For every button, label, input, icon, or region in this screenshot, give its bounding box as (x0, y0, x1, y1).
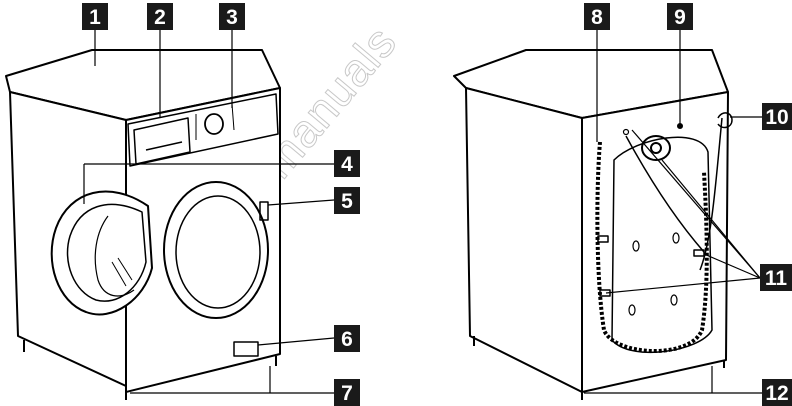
callout-3: 3 (219, 3, 245, 30)
control-panel (127, 93, 279, 167)
detergent-drawer (133, 117, 191, 165)
inlet-valve (717, 112, 733, 129)
leader-5 (267, 199, 335, 206)
callout-3-text: 3 (226, 6, 238, 29)
rear-panel (581, 91, 729, 393)
callout-6-text: 6 (341, 328, 353, 351)
callout-10: 10 (762, 103, 792, 130)
leader-11a (631, 129, 761, 279)
callout-9-text: 9 (674, 6, 686, 29)
callout-8-text: 8 (591, 6, 603, 29)
callout-8: 8 (584, 3, 610, 30)
leader-11c (703, 253, 761, 279)
rating-plate (233, 341, 259, 357)
adjustable-feet (23, 340, 277, 400)
leader-6 (257, 337, 335, 346)
callout-5-text: 5 (341, 190, 353, 213)
callout-11-text: 11 (765, 267, 788, 290)
callout-6: 6 (334, 325, 360, 352)
callouts: 1 2 3 4 5 6 7 8 (82, 3, 792, 406)
leader-11d (605, 277, 761, 294)
power-cable (625, 117, 723, 271)
leader-11b (661, 159, 761, 279)
callout-2: 2 (147, 3, 173, 30)
rear-hub (641, 135, 671, 161)
callout-7: 7 (334, 379, 360, 406)
callout-4: 4 (334, 150, 360, 177)
callout-12-text: 12 (765, 382, 788, 405)
back-side (465, 87, 583, 393)
callout-1: 1 (82, 3, 108, 30)
program-knob (204, 113, 224, 135)
callout-9: 9 (667, 3, 693, 30)
callout-5: 5 (334, 187, 360, 214)
front-view (5, 49, 281, 400)
porthole-frame (163, 181, 269, 319)
callout-2-text: 2 (154, 6, 166, 29)
leader-lines (83, 20, 762, 394)
callout-4-text: 4 (341, 153, 353, 176)
callout-7-text: 7 (341, 382, 353, 405)
back-view (453, 49, 733, 400)
drain-hose (595, 141, 709, 353)
callout-12: 12 (762, 379, 792, 406)
callout-1-text: 1 (89, 6, 101, 29)
callout-11: 11 (760, 264, 792, 291)
callout-10-text: 10 (765, 106, 788, 129)
door-latch (259, 201, 269, 221)
